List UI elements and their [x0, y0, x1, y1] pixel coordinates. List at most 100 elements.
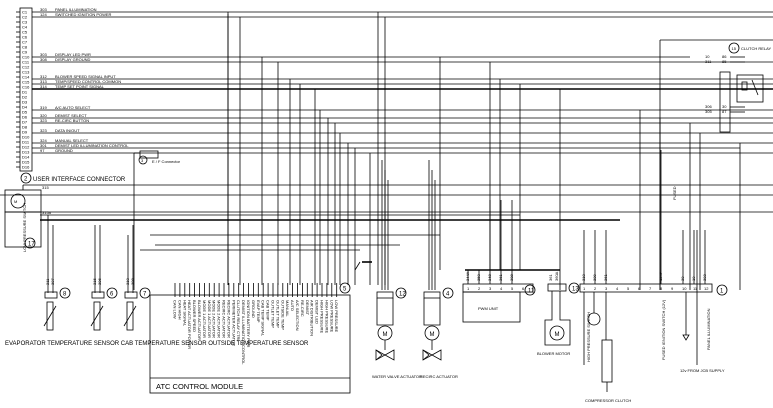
relay-contact — [751, 79, 759, 96]
main-pin: 1 — [583, 286, 586, 291]
ef-connector — [139, 150, 159, 159]
module-pin-label: OUTSIDE TEMP — [280, 300, 285, 330]
module-pin-label: PERIMETER ACTUATOR — [231, 300, 236, 346]
pwm-pin: 6 — [522, 286, 525, 291]
module-pin-label: AIR DISTRIBUTION — [310, 300, 315, 336]
pwm-unit — [462, 291, 521, 323]
sensor-number-label: 7 — [143, 291, 147, 297]
wire-code: 307 — [50, 278, 55, 285]
atc-control-module — [149, 294, 351, 394]
wire-label: TEMP SET POINT SIGNAL — [55, 84, 105, 89]
sensor-connector — [44, 291, 58, 299]
module-pin-label: LOW PRESSURE — [329, 300, 334, 333]
wire-code: 361 — [603, 274, 608, 281]
pwm-number — [524, 284, 536, 296]
module-pin-label: MODE 2 ACTUATOR — [217, 300, 222, 338]
connector-pin-label: C7 — [22, 40, 28, 45]
module-pin-label: LOW PRESSURE — [334, 300, 339, 333]
wire-code: 323 — [40, 128, 47, 133]
module-pin-label: CAB TEMP — [266, 300, 271, 321]
wire-code: 344A — [465, 271, 470, 281]
recirc-actuator-number-label: 4 — [446, 291, 450, 297]
clutch-relay-num: 15 — [732, 46, 737, 51]
pressure-switch-icon — [10, 193, 26, 209]
connector-pin-label: C5 — [22, 30, 28, 35]
wire-code: 361 — [498, 274, 503, 281]
main-pin: 2 — [594, 286, 597, 291]
connector-pin-label: D11 — [22, 140, 30, 145]
connector-pin-label: D1 — [22, 90, 28, 95]
main-pin: 6 — [638, 286, 641, 291]
pwm-pin: 3 — [489, 286, 492, 291]
wire-label: SWITCHED IGNITION POWER — [55, 12, 112, 17]
blower-number — [568, 282, 580, 294]
wire-code: 303 — [40, 52, 47, 57]
atc-number-label: 5 — [343, 286, 347, 292]
wire-code: 308 — [509, 274, 514, 281]
valve-icon — [375, 349, 383, 361]
module-pin-label: CAN LOW — [173, 300, 178, 319]
blower-wire — [544, 291, 571, 346]
motor-letter: M — [555, 332, 560, 338]
sensor-number — [106, 287, 118, 299]
wire-code: 350 — [476, 274, 481, 281]
blower-connector — [547, 283, 567, 292]
module-pin-label: DEMIST — [305, 300, 310, 316]
connector-pin-label: D12 — [22, 145, 30, 150]
connector-pin-label: C15 — [22, 80, 30, 85]
module-pin-label: HEAT SIGNAL — [182, 300, 187, 327]
connector-pin-label: D7 — [22, 120, 28, 125]
wire-code: 309 — [592, 274, 597, 281]
connector-number-2 — [20, 172, 32, 184]
temperature-sensor-icon — [46, 301, 54, 331]
pwm-unit-label: PWM UNIT — [478, 306, 499, 311]
wire-code: 303 — [40, 7, 47, 12]
module-pin-label: HIGH PRESSURE — [324, 300, 329, 333]
fused-label: FUSED — [672, 186, 677, 200]
clutch-relay-number — [728, 42, 740, 54]
valve-icon — [422, 349, 430, 361]
connector-pin-label: C3 — [22, 20, 28, 25]
water-valve-actuator-connector — [376, 291, 394, 299]
sensor-connector — [91, 291, 105, 299]
pwm-pin: 1 — [467, 286, 470, 291]
connector-pin-label: D13 — [22, 150, 30, 155]
jcb-supply-label: 12v FROM JCB SUPPLY — [680, 368, 725, 373]
wire-code: 312 — [40, 74, 47, 79]
main-pin: 9 — [671, 286, 674, 291]
wire-code: 315 — [92, 278, 97, 285]
relay-pin: 87 — [722, 109, 727, 114]
connector-pin-label: D14 — [22, 155, 30, 160]
connector-pin-label: C1 — [22, 10, 28, 15]
connector-pin-label: C16 — [22, 85, 30, 90]
wire-code: 313 — [40, 79, 47, 84]
relay-pin: 85 — [722, 59, 727, 64]
ef-num: 3 — [141, 158, 144, 163]
wire-label: DATA IN/OUT — [55, 128, 80, 133]
connector-pin-label: D8 — [22, 125, 28, 130]
wire-label: DEMIST LED ILLUMINATION CONTROL — [55, 143, 129, 148]
valve-icon — [384, 349, 395, 361]
connector-pin-label: D6 — [22, 115, 28, 120]
blower-number-label: 13 — [572, 286, 579, 292]
connector-pin-label: C9 — [22, 50, 28, 55]
water-valve-label: WATER VALVE ACTUATOR — [372, 374, 422, 379]
compressor-clutch — [601, 339, 613, 383]
wire-code: 30 — [680, 276, 685, 281]
connector-pin-label: C2 — [22, 15, 28, 20]
module-pin-label: MODE 1 ACTUATOR — [202, 300, 207, 338]
recirc-actuator-connector — [423, 291, 441, 299]
connector-pin-label: C14 — [22, 75, 30, 80]
sensor-connector — [124, 291, 138, 299]
valve-icon — [375, 349, 386, 361]
connector-pin-label: C13 — [22, 70, 30, 75]
recirc-actuator-label: RECIRC ACTUATOR — [420, 374, 458, 379]
high-pressure-switch-label: HIGH PRESSURE SWITCH — [586, 312, 591, 362]
wire-code: 315a — [42, 210, 52, 215]
connector-pin-label: D3 — [22, 100, 28, 105]
module-pin-label: DEMIST ILLUMINATION CONTROL — [241, 300, 246, 365]
wire-code: 97 — [40, 148, 45, 153]
wire-code: 324 — [40, 138, 47, 143]
relay-pin: 86 — [722, 54, 727, 59]
